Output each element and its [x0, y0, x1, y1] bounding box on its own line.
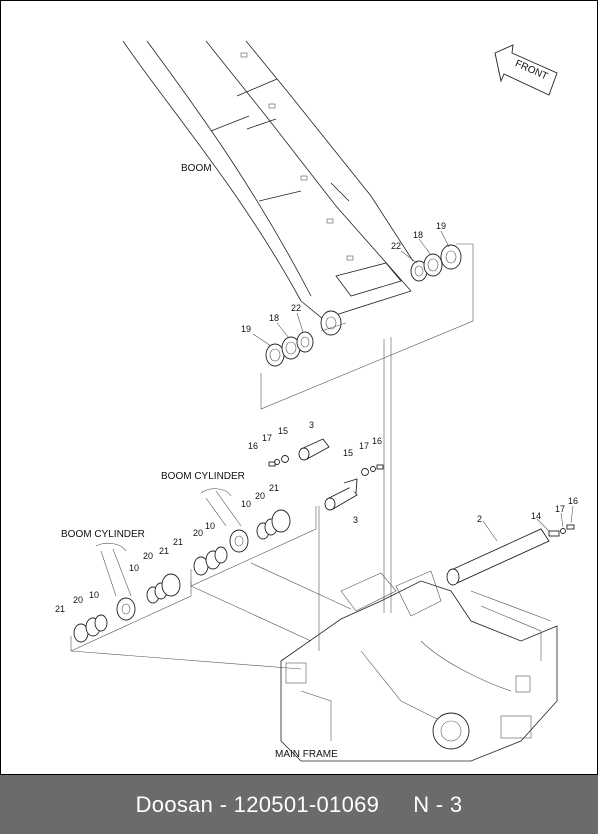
callout-3-pin-right: 3: [353, 515, 358, 525]
boom-caption: BOOM: [181, 163, 212, 174]
callout-20-upper-b: 20: [193, 528, 203, 538]
boom-cylinder-caption-lower: BOOM CYLINDER: [61, 529, 145, 540]
exploded-parts-diagram: FRONT: [0, 0, 598, 775]
callout-16-pin-left: 16: [248, 441, 258, 451]
callout-18-left: 18: [269, 313, 279, 323]
callout-19-left: 19: [241, 324, 251, 334]
callout-21-upper-b: 21: [173, 537, 183, 547]
page-code: N - 3: [413, 791, 463, 817]
callout-3-pin-left: 3: [309, 420, 314, 430]
boom-cylinder-caption-upper: BOOM CYLINDER: [161, 471, 245, 482]
callout-19-right: 19: [436, 221, 446, 231]
upper-boom-cylinder-group: [190, 488, 317, 587]
main-frame-caption: MAIN FRAME: [275, 749, 338, 760]
callout-16-pin-right: 16: [372, 436, 382, 446]
boom-foot-pin: [446, 505, 575, 586]
callout-17-pin-left: 17: [262, 433, 272, 443]
boom-cylinder-head-pins: [268, 438, 384, 511]
callout-2-foot-pin: 2: [477, 514, 482, 524]
callout-10-upper-a: 10: [241, 499, 251, 509]
callout-10-lower-b: 10: [89, 590, 99, 600]
callout-17-pin-right: 17: [359, 441, 369, 451]
callout-10-lower-a: 10: [129, 563, 139, 573]
callout-14-foot-pin: 14: [531, 511, 541, 521]
main-frame-structure: [280, 570, 558, 762]
callout-20-lower-b: 20: [73, 595, 83, 605]
catalog-footer: Doosan - 120501-01069 N - 3: [0, 775, 598, 834]
callout-21-lower-b: 21: [55, 604, 65, 614]
boom-structure: [122, 40, 414, 336]
callout-18-right: 18: [413, 230, 423, 240]
callout-22-right: 22: [391, 241, 401, 251]
boom-right-washer-set: [400, 230, 462, 282]
boom-left-washer-set: [252, 312, 314, 367]
callout-15-pin-left: 15: [278, 426, 288, 436]
callout-15-pin-right: 15: [343, 448, 353, 458]
callout-21-upper-a: 21: [269, 483, 279, 493]
front-arrow-icon: FRONT: [494, 44, 558, 96]
callout-17-foot-pin: 17: [555, 504, 565, 514]
callout-22-left: 22: [291, 303, 301, 313]
callout-20-lower-a: 20: [143, 551, 153, 561]
lower-boom-cylinder-group: [70, 542, 192, 652]
callout-20-upper-a: 20: [255, 491, 265, 501]
callout-16-foot-pin: 16: [568, 496, 578, 506]
callout-21-lower-a: 21: [159, 546, 169, 556]
boom-mounting-drawing: FRONT: [55, 40, 578, 762]
callout-10-upper-b: 10: [205, 521, 215, 531]
brand-part-number: Doosan - 120501-01069: [135, 791, 380, 817]
